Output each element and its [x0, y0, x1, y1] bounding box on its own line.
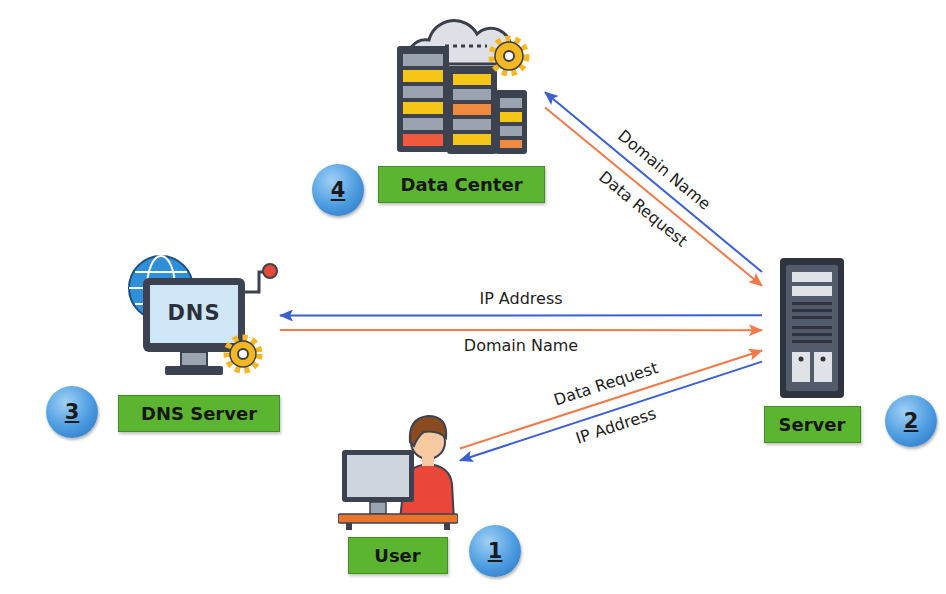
user-node: User [335, 402, 460, 574]
node-label: Server [764, 406, 861, 443]
edge-label: Domain Name [464, 337, 578, 355]
edge-label: IP Address [574, 405, 659, 448]
edge-label: IP Address [479, 291, 562, 309]
screen-text: DNS [167, 301, 220, 325]
server-tower-icon [772, 258, 852, 398]
arrow-connector [280, 314, 762, 316]
callout-number: 3 [46, 386, 98, 438]
data-center-icon [387, 12, 537, 160]
callout-number: 4 [312, 164, 364, 216]
node-label: User [348, 537, 448, 574]
arrow-connector [280, 329, 762, 331]
server-node: Server [762, 258, 862, 443]
data-center-node: Data Center [378, 12, 545, 203]
callout-number: 1 [469, 525, 521, 577]
callout-number: 2 [885, 395, 937, 447]
node-label: Data Center [378, 166, 545, 203]
arrow-connector [545, 108, 762, 286]
user-at-computer-icon [338, 402, 458, 530]
arrow-connector [460, 351, 762, 449]
arrow-connector [545, 92, 762, 272]
dns-server-node: DNS Server [118, 250, 280, 432]
node-label: DNS Server [118, 395, 280, 432]
